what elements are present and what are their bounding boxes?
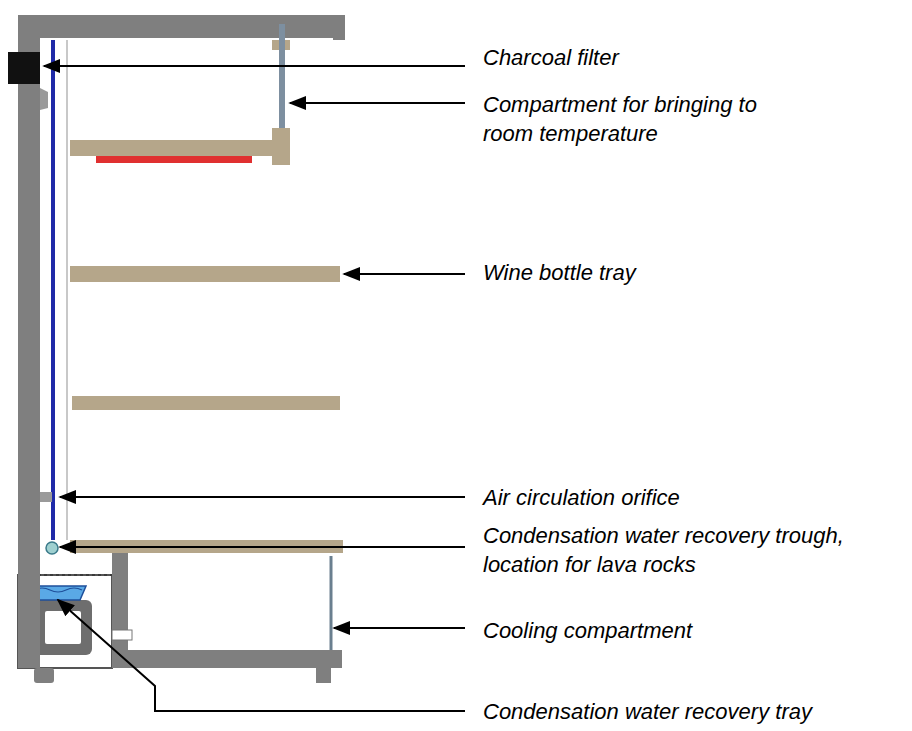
air-duct bbox=[51, 40, 55, 540]
bracket bbox=[40, 88, 48, 110]
leader-arrow bbox=[60, 546, 465, 548]
leader-arrow bbox=[44, 65, 465, 67]
callout-label: Wine bottle tray bbox=[483, 258, 636, 287]
callout-label: Condensation water recovery tray bbox=[483, 697, 812, 726]
water bbox=[34, 588, 82, 592]
foot bbox=[34, 668, 54, 683]
heater bbox=[96, 156, 252, 163]
door-bracket bbox=[272, 128, 290, 165]
lava-rocks bbox=[46, 542, 58, 554]
callout-label: Compartment for bringing to room tempera… bbox=[483, 90, 813, 148]
compressor bbox=[34, 600, 92, 655]
shelf bbox=[70, 140, 276, 156]
cabinet-base bbox=[112, 650, 342, 668]
drain-tab bbox=[112, 630, 132, 640]
glass-door bbox=[279, 24, 285, 135]
callout-label: Cooling compartment bbox=[483, 616, 692, 645]
charcoal-filter bbox=[8, 52, 40, 84]
wine-tray bbox=[70, 266, 340, 282]
air-orifice bbox=[40, 492, 52, 502]
callout-label: Condensation water recovery trough, loca… bbox=[483, 521, 903, 579]
leader-arrow bbox=[60, 496, 465, 498]
callout-label: Charcoal filter bbox=[483, 43, 619, 72]
leader-arrow bbox=[290, 102, 465, 104]
inner-panel bbox=[66, 40, 68, 540]
wine-tray bbox=[72, 396, 340, 410]
leader-arrow bbox=[334, 627, 465, 629]
leader-arrow bbox=[344, 273, 465, 275]
leader-arrow bbox=[58, 600, 465, 711]
cabinet-wall bbox=[18, 15, 345, 668]
foot bbox=[316, 668, 331, 683]
callout-label: Air circulation orifice bbox=[483, 483, 680, 512]
compartment-door bbox=[330, 556, 333, 650]
